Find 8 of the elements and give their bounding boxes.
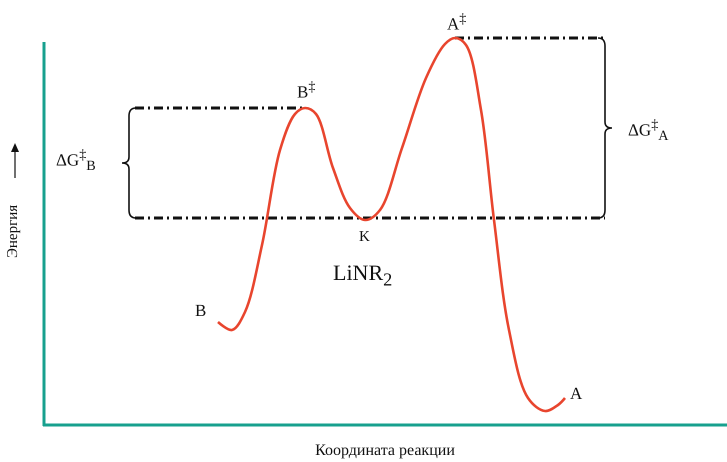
peak-label: B$^{‡}$ xyxy=(297,80,316,101)
axis-title: Координата реакции xyxy=(315,443,455,459)
axis-title: Энергия xyxy=(6,204,21,258)
endpoint-label: A xyxy=(570,385,582,402)
endpoint-label: B xyxy=(195,302,206,319)
compound-label: LiNR$_{2}$ xyxy=(333,262,392,289)
peak-label: A$^{‡}$ xyxy=(447,12,466,33)
minimum-label: K xyxy=(359,230,370,245)
